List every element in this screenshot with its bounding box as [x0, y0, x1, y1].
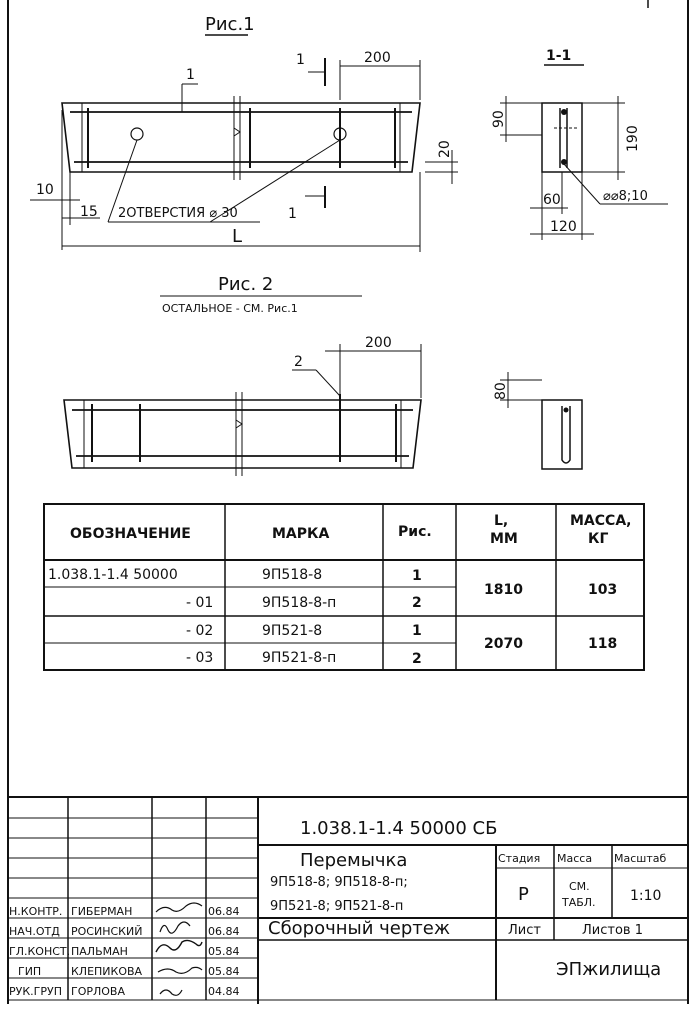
signer-5-date: 04.84: [208, 985, 240, 998]
fig1-dim-20: 20: [437, 140, 453, 158]
product-name: Перемычка: [300, 850, 407, 871]
row-4-designation: - 03: [186, 650, 213, 666]
row-4-mark: 9П521-8-п: [262, 650, 336, 666]
fig2-subtitle: ОСТАЛЬНОЕ - СМ. Рис.1: [162, 302, 298, 315]
scale-header: Масштаб: [614, 852, 666, 865]
section-dim-190: 190: [625, 125, 641, 152]
signer-2-date: 06.84: [208, 925, 240, 938]
signature-5: [159, 989, 183, 996]
section-dim-60: 60: [543, 192, 561, 208]
fig2-dim-80: 80: [493, 382, 509, 400]
signature-3: [155, 939, 203, 953]
fig1-hole-left: [130, 127, 144, 141]
section-1-1-title: 1-1: [546, 48, 571, 64]
col-header-length-top: L,: [494, 513, 508, 529]
stage-header: Стадия: [498, 852, 540, 865]
row-3-fig: 1: [412, 623, 422, 639]
product-marks-line2: 9П521-8; 9П521-8-п: [270, 899, 403, 914]
section-dim-120: 120: [550, 219, 577, 235]
doc-code: 1.038.1-1.4 50000 СБ: [300, 818, 497, 839]
signer-3-name: ПАЛЬМАН: [71, 945, 128, 958]
organization: ЭПжилища: [556, 959, 661, 980]
fig1-callout: 1: [186, 67, 195, 83]
scale-value: 1:10: [630, 888, 661, 904]
row-4-fig: 2: [412, 651, 422, 667]
signer-2-name: РОСИНСКИЙ: [71, 925, 142, 938]
fig1-dim-L: L: [232, 226, 242, 247]
sheets-label: Листов 1: [582, 923, 643, 938]
group-2-mass: 118: [588, 636, 617, 652]
row-3-designation: - 02: [186, 623, 213, 639]
mass-value-top: СМ.: [569, 880, 590, 893]
col-header-fig: Рис.: [398, 524, 432, 540]
signer-2-role: НАЧ.ОТД: [9, 925, 60, 938]
row-1-mark: 9П518-8: [262, 567, 322, 583]
signer-5-role: РУК.ГРУП: [9, 985, 62, 998]
mass-value-bottom: ТАБЛ.: [561, 896, 596, 909]
product-marks-line1: 9П518-8; 9П518-8-п;: [270, 875, 408, 890]
fig1-beam-elevation: [61, 96, 421, 180]
signer-3-date: 05.84: [208, 945, 240, 958]
row-2-fig: 2: [412, 595, 422, 611]
fig1-dim-200: 200: [364, 50, 391, 66]
signer-4-name: КЛЕПИКОВА: [71, 965, 143, 978]
signer-1-date: 06.84: [208, 905, 240, 918]
section-1-1: [541, 102, 583, 173]
fig2-title: Рис. 2: [218, 274, 273, 295]
signature-4: [157, 966, 203, 974]
signature-2: [159, 921, 191, 934]
signer-1-role: Н.КОНТР.: [9, 905, 62, 918]
row-3-mark: 9П521-8: [262, 623, 322, 639]
section-mark-bottom: 1: [288, 206, 297, 222]
section-mark-top: 1: [296, 52, 305, 68]
col-header-mark: МАРКА: [272, 526, 329, 542]
drawing-type: Сборочный чертеж: [268, 918, 450, 939]
row-2-designation: - 01: [186, 595, 213, 611]
signature-1: [155, 902, 203, 913]
title-block-grid: [8, 796, 688, 1004]
section-dim-90: 90: [491, 110, 507, 128]
mass-header: Масса: [557, 852, 592, 865]
signer-5-name: ГОРЛОВА: [71, 985, 125, 998]
col-header-designation: ОБОЗНАЧЕНИЕ: [70, 526, 191, 542]
spec-table: [43, 503, 645, 671]
fig2-callout: 2: [294, 354, 303, 370]
group-2-length: 2070: [484, 636, 523, 652]
fig2-beam-elevation: [63, 392, 422, 476]
group-1-mass: 103: [588, 582, 617, 598]
group-1-length: 1810: [484, 582, 523, 598]
sheet-label: Лист: [508, 923, 541, 938]
signer-3-role: ГЛ.КОНСТ.: [9, 945, 70, 958]
fig2-section: [541, 399, 583, 470]
fig1-holes-note: 2ОТВЕРСТИЯ ⌀ 30: [118, 206, 238, 221]
col-header-mass-top: МАССА,: [570, 513, 631, 529]
section-rebar-note: ⌀⌀8;10: [603, 189, 648, 204]
signer-1-name: ГИБЕРМАН: [71, 905, 132, 918]
row-1-fig: 1: [412, 568, 422, 584]
row-1-designation: 1.038.1-1.4 50000: [48, 567, 178, 583]
col-header-length-unit: ММ: [490, 531, 518, 547]
signer-4-role: ГИП: [18, 965, 41, 978]
stage-value: Р: [518, 884, 529, 905]
col-header-mass-unit: КГ: [588, 531, 608, 547]
fig1-dim-10: 10: [36, 182, 54, 198]
fig1-dim-15: 15: [80, 204, 98, 220]
row-2-mark: 9П518-8-п: [262, 595, 336, 611]
fig1-title: Рис.1: [205, 14, 255, 35]
signer-4-date: 05.84: [208, 965, 240, 978]
fig2-dim-200: 200: [365, 335, 392, 351]
